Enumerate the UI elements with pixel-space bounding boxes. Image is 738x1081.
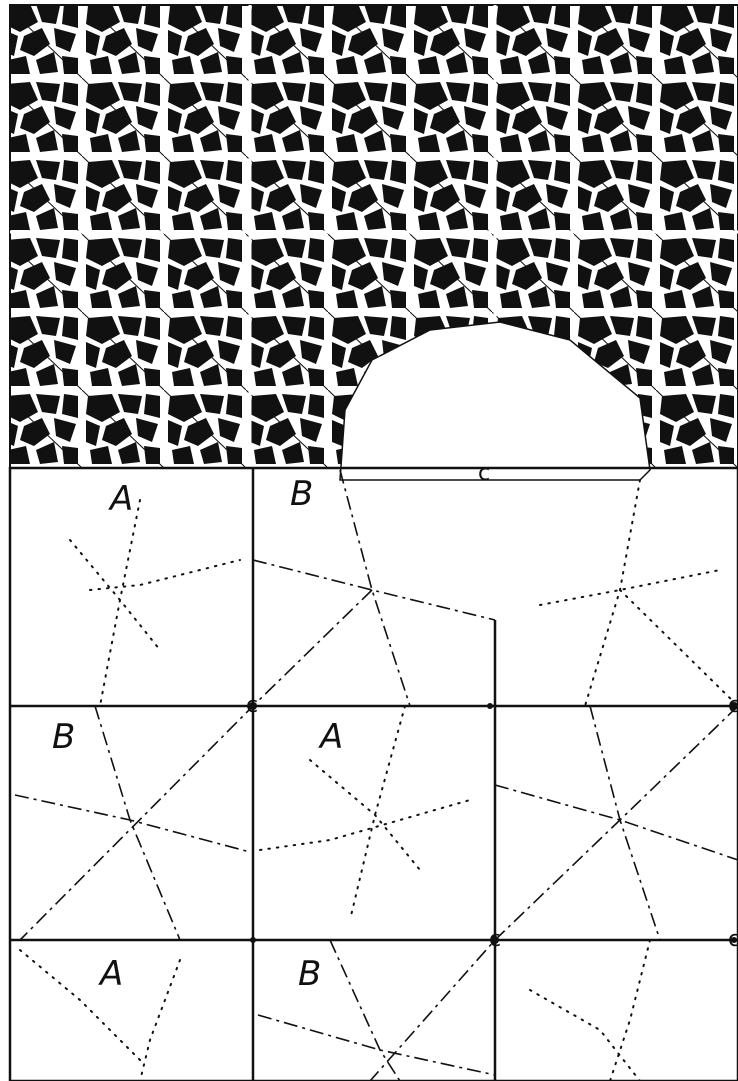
dotted-line-4 — [540, 570, 720, 605]
dashdot-line-3 — [340, 470, 410, 706]
dotted-line-12 — [530, 990, 640, 1081]
dotted-line-6 — [620, 590, 738, 706]
vertex-dot-2 — [487, 703, 493, 709]
construction-lines-dotted — [20, 480, 738, 1081]
cell-label-r2c1: B — [52, 717, 75, 757]
vertex-label-3: c — [728, 693, 738, 718]
dashdot-line-8 — [590, 706, 660, 940]
vertex-label-1: c — [246, 693, 258, 718]
dashdot-line-2 — [20, 590, 372, 940]
dashdot-line-9 — [258, 1015, 495, 1075]
vertex-dot-4 — [250, 937, 256, 943]
cell-label-r3c2: B — [298, 954, 321, 994]
cell-label-r1c2: B — [290, 474, 313, 514]
construction-lines-dashdot — [15, 470, 738, 1081]
cell-label-r1c1: A — [108, 479, 133, 519]
cell-label-r2c2: A — [318, 717, 343, 757]
dotted-line-11 — [140, 960, 180, 1081]
dotted-line-2 — [90, 560, 240, 590]
dotted-line-3 — [100, 500, 140, 706]
dotted-line-13 — [610, 940, 650, 1081]
vertex-label-2: c — [489, 927, 501, 952]
dotted-line-8 — [350, 706, 405, 920]
dotted-line-1 — [70, 540, 160, 650]
dashdot-line-4 — [15, 795, 250, 852]
vertex-label-4: c — [728, 927, 738, 952]
cell-label-r3c1: A — [98, 954, 123, 994]
dashdot-line-1 — [253, 560, 495, 620]
octagon-label: c — [478, 461, 490, 486]
dotted-line-9 — [260, 800, 470, 850]
dashdot-line-7 — [370, 706, 738, 1081]
dotted-line-5 — [585, 480, 640, 706]
